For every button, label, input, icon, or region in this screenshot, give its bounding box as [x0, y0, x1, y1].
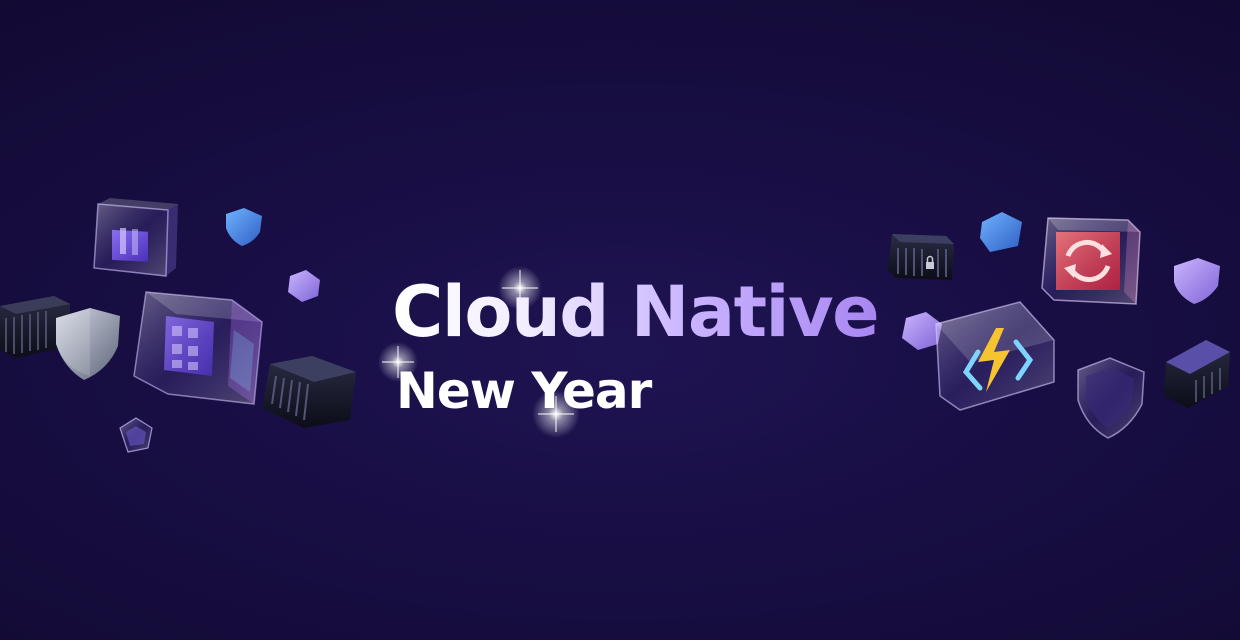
padlock-icon: [926, 255, 934, 269]
lilac-shield-right: [1174, 258, 1220, 304]
glass-cube-small-left: [93, 198, 178, 277]
glass-cube-lightning: [935, 301, 1055, 411]
sparkle-bottom: [532, 390, 580, 438]
shipping-container-far-left: [0, 296, 70, 358]
shipping-container-left: [262, 356, 356, 428]
lightning-bolt-icon: [978, 328, 1010, 392]
shipping-container-far-right: [1164, 340, 1230, 408]
headline: Cloud Native New Year: [392, 270, 912, 430]
glass-shield-right: [1077, 357, 1145, 439]
sparkle-left: [378, 342, 418, 382]
lilac-hexagon-right: [902, 312, 942, 350]
headline-line-1: Cloud Native: [392, 271, 880, 353]
function-bracket-icon: [962, 339, 1034, 391]
sync-arrows-icon: [1065, 239, 1111, 283]
grey-shield-left: [56, 308, 120, 380]
shipping-container-locked: [888, 234, 954, 280]
blue-shield-left: [226, 208, 262, 246]
sparkle-top: [498, 266, 542, 310]
lilac-hexagon-left: [288, 270, 320, 302]
glass-cube-sync: [1041, 217, 1141, 305]
blue-pentagon-right: [980, 212, 1022, 252]
headline-line-2: New Year: [396, 362, 652, 420]
glass-cube-large-left: [133, 291, 263, 405]
glass-pentagon-left: [119, 417, 153, 453]
